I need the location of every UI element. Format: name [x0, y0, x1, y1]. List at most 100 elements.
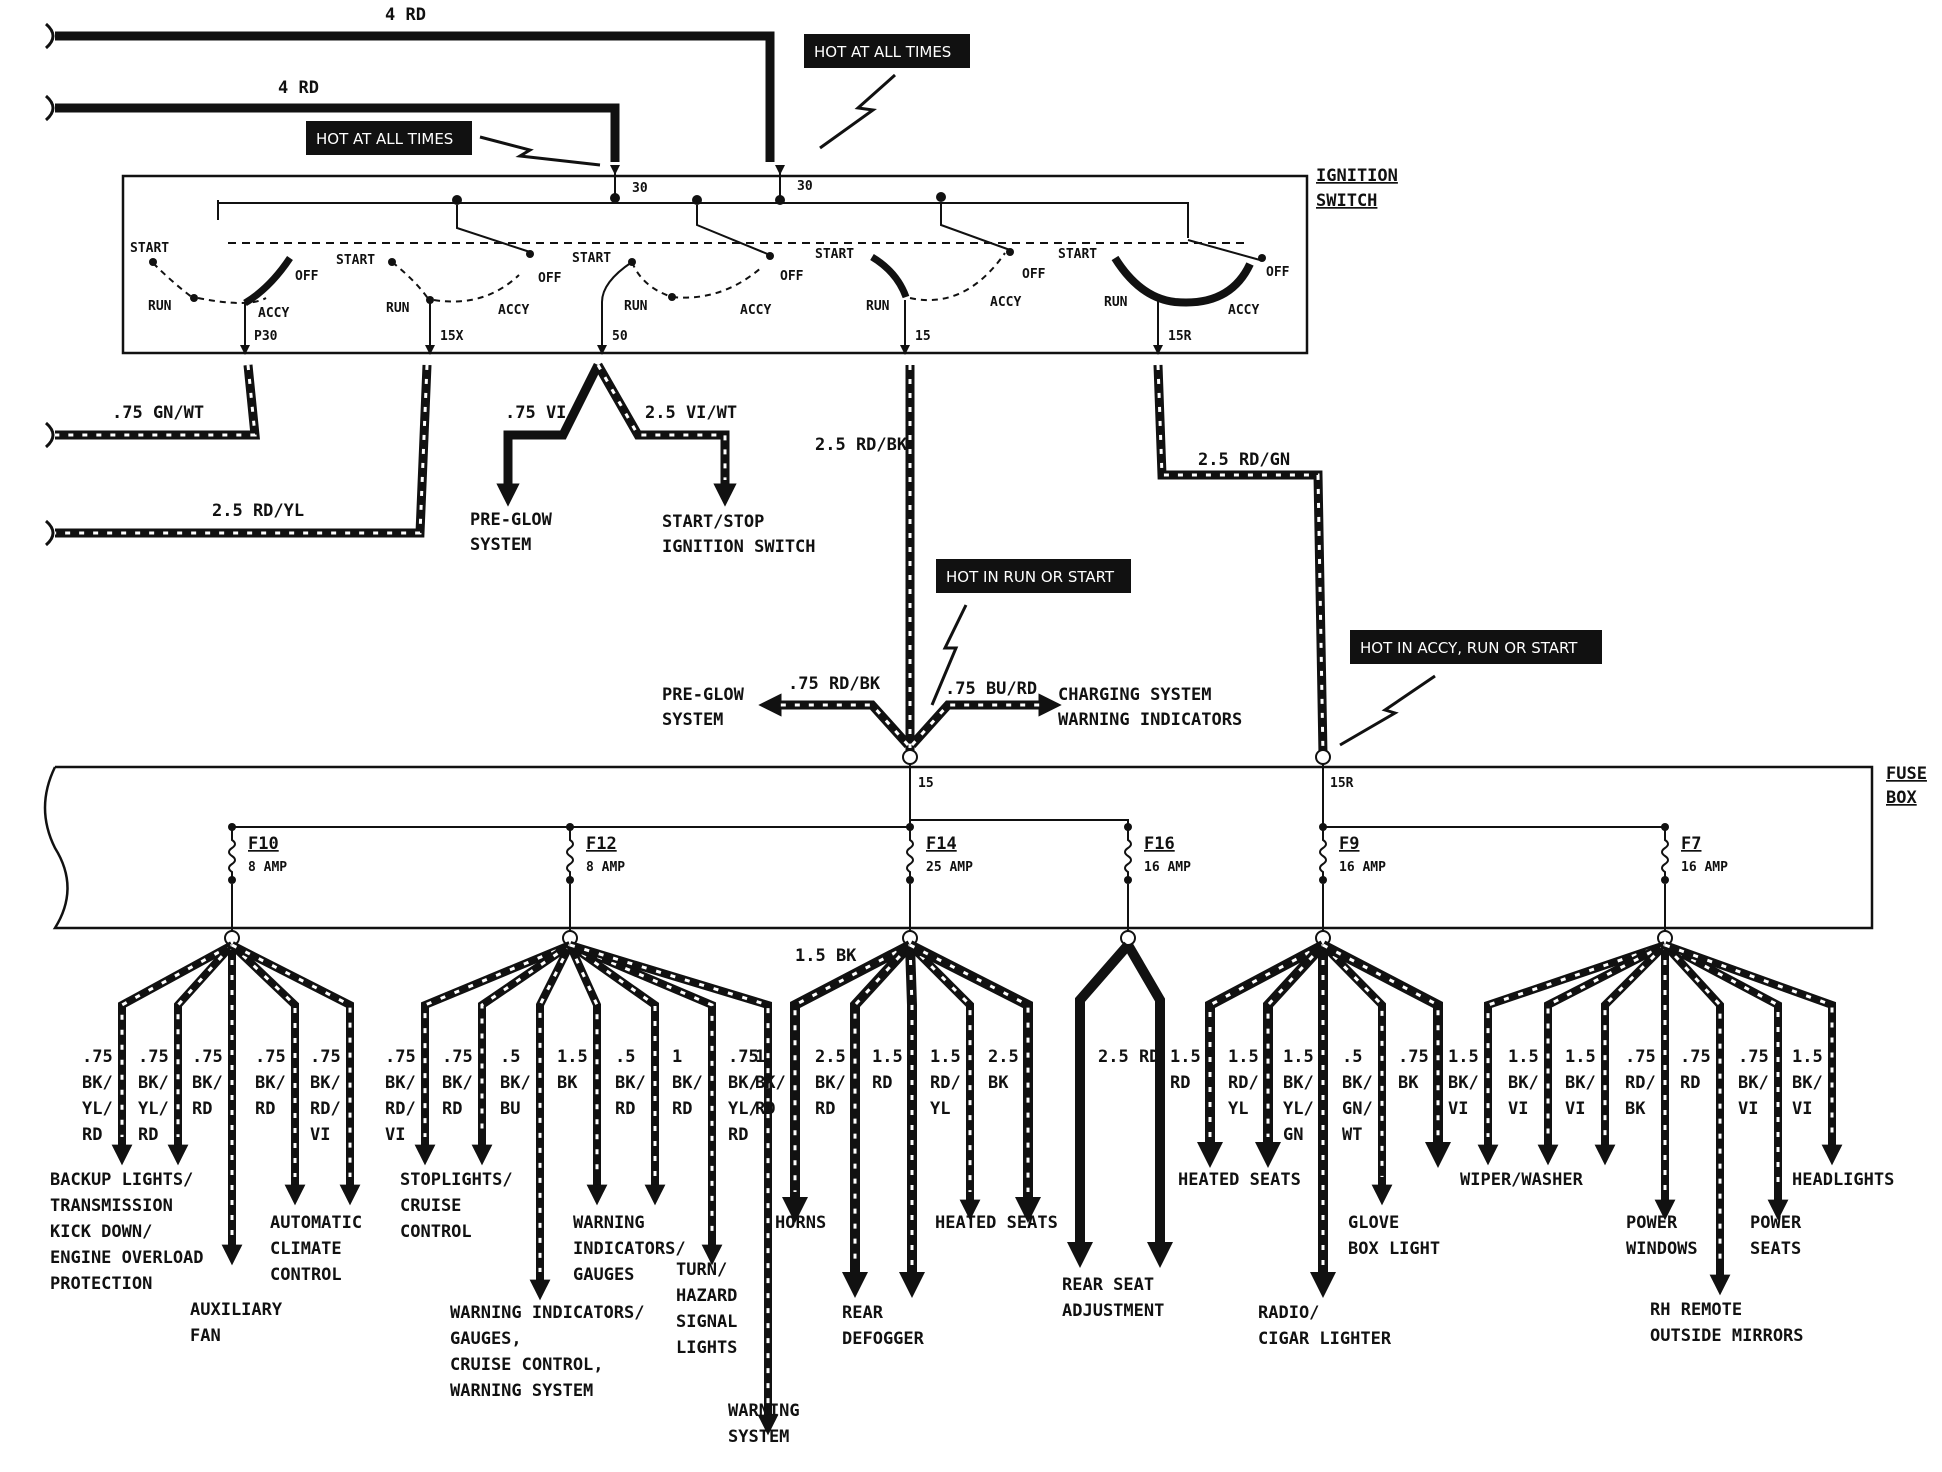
terminal-15r: 15R — [1168, 329, 1192, 344]
branch-wire-label: 1.5 — [1508, 1047, 1539, 1067]
branch-wire-label: RD/ — [930, 1073, 961, 1093]
ignition-switch-label-line2: SWITCH — [1316, 191, 1377, 211]
svg-text:OFF: OFF — [295, 269, 319, 284]
fuse-f16-id: F16 — [1144, 834, 1175, 854]
svg-text:START: START — [572, 251, 611, 266]
svg-text:HOT IN RUN OR START: HOT IN RUN OR START — [946, 568, 1115, 586]
branch-wire-label: 1.5 — [1228, 1047, 1259, 1067]
fuse-f14-id: F14 — [926, 834, 957, 854]
svg-text:START: START — [336, 253, 375, 268]
svg-text:ACCY: ACCY — [740, 303, 771, 318]
load-label-line: TRANSMISSION — [50, 1196, 173, 1216]
branch-wire-label: 1 — [755, 1047, 765, 1067]
load-label-line: RADIO/ — [1258, 1303, 1319, 1323]
load-label: HEADLIGHTS — [1792, 1170, 1894, 1190]
branch-wire-label: VI — [385, 1125, 405, 1145]
branch-wires: .75BK/YL/RD.75BK/YL/RD.75BK/RD.75BK/RD.7… — [82, 940, 1843, 1436]
branch-wire-label: RD/ — [1625, 1073, 1656, 1093]
fuse-f7-amp: 16 AMP — [1681, 860, 1728, 875]
branch-wire-label: RD — [255, 1099, 275, 1119]
branch-wire-label: VI — [310, 1125, 330, 1145]
branch-wire-label: .75 — [82, 1047, 113, 1067]
terminal-15: 15 — [915, 329, 931, 344]
branch-wire-label: 1.5 — [1448, 1047, 1479, 1067]
branch-wire-label: YL — [930, 1099, 950, 1119]
load-label: RADIO/CIGAR LIGHTER — [1258, 1303, 1392, 1349]
svg-text:START: START — [815, 247, 854, 262]
load-label: HEATED SEATS — [1178, 1170, 1301, 1190]
wire-p30 — [55, 364, 260, 440]
branch-wire: 2.5BK/RD — [815, 941, 914, 1298]
branch-wire-label: RD — [615, 1099, 635, 1119]
dest-startstop-line1: START/STOP — [662, 512, 764, 532]
branch-wire-label: VI — [1448, 1099, 1468, 1119]
load-label-line: OUTSIDE MIRRORS — [1650, 1326, 1804, 1346]
branch-wire-label: BK/ — [1565, 1073, 1596, 1093]
svg-text:RUN: RUN — [386, 301, 410, 316]
fuse-box — [43, 765, 1874, 930]
branch-wire-label: YL/ — [1283, 1099, 1314, 1119]
branch-wire-label: .75 — [385, 1047, 416, 1067]
branch-wire-label: YL — [1228, 1099, 1248, 1119]
svg-text:OFF: OFF — [538, 271, 562, 286]
branch-wire-label: 1.5 — [930, 1047, 961, 1067]
svg-text:START: START — [130, 241, 169, 256]
branch-wire-label: BK/ — [500, 1073, 531, 1093]
branch-wire-label: GN — [1283, 1125, 1303, 1145]
branch-wire-label: 1.5 — [1170, 1047, 1201, 1067]
branch-wire: .5BK/BU — [500, 943, 574, 1301]
branch-wire-label: RD — [672, 1099, 692, 1119]
switch-group-1: START RUN OFF ACCY — [130, 241, 319, 345]
svg-text:ACCY: ACCY — [258, 306, 289, 321]
svg-text:ACCY: ACCY — [990, 295, 1021, 310]
load-label-line: REAR — [842, 1303, 884, 1323]
branch-wire: 1BK/RD — [568, 941, 723, 1266]
branch-wire-label: RD — [82, 1125, 102, 1145]
svg-text:ACCY: ACCY — [1228, 303, 1259, 318]
hot-at-all-times-tag-right: HOT AT ALL TIMES — [804, 34, 970, 150]
svg-text:RUN: RUN — [1104, 295, 1128, 310]
fuse-f10-amp: 8 AMP — [248, 860, 287, 875]
load-label-line: HEATED SEATS — [1178, 1170, 1301, 1190]
hot-in-run-tag: HOT IN RUN OR START — [930, 559, 1131, 706]
wire-label-vi: .75 VI — [505, 403, 566, 423]
fuse-f10: F10 8 AMP — [224, 823, 287, 946]
load-label-line: CONTROL — [400, 1222, 472, 1242]
feed-wire-top-label: 4 RD — [385, 5, 426, 25]
load-label: HEATED SEATS — [935, 1213, 1058, 1233]
feed-wire-second — [44, 94, 620, 162]
load-label-line: SIGNAL — [676, 1312, 737, 1332]
branch-wire-label: WT — [1342, 1125, 1362, 1145]
branch-wire-label: BK/ — [1448, 1073, 1479, 1093]
wire-50-startstop — [594, 362, 737, 507]
dest-preglow-2-line1: PRE-GLOW — [662, 685, 745, 705]
terminal-50: 50 — [612, 329, 628, 344]
branch-wire-label: .5 — [500, 1047, 520, 1067]
branch-wire-label: RD/ — [385, 1099, 416, 1119]
load-label-line: GAUGES — [573, 1265, 634, 1285]
branch-wire-label: RD — [1680, 1073, 1700, 1093]
load-label: WIPER/WASHER — [1460, 1170, 1584, 1190]
svg-text:OFF: OFF — [780, 269, 804, 284]
wire-label-rd-bk: 2.5 RD/BK — [815, 435, 908, 455]
branch-wire-label: RD — [192, 1099, 212, 1119]
fuse-f10-id: F10 — [248, 834, 279, 854]
switch-group-2: START RUN OFF ACCY — [336, 205, 562, 345]
branch-wire-label: BK/ — [1283, 1073, 1314, 1093]
dest-charging-line1: CHARGING SYSTEM — [1058, 685, 1212, 705]
branch-wire-label: BK/ — [1738, 1073, 1769, 1093]
load-label-line: DEFOGGER — [842, 1329, 925, 1349]
branch-wire-label: YL/ — [82, 1099, 113, 1119]
